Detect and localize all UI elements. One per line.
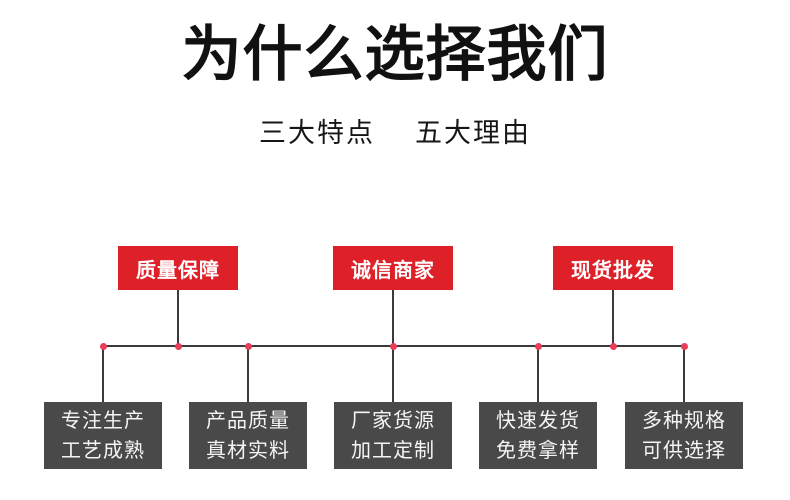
connector-dot-3 (245, 343, 252, 350)
connector-dot-4 (390, 343, 397, 350)
connector-dot-6 (610, 343, 617, 350)
page-subtitle: 三大特点 五大理由 (0, 111, 790, 150)
connector-vline-bottom-3 (392, 346, 394, 402)
reason-line: 免费拿样 (496, 439, 580, 462)
connector-vline-bottom-2 (247, 346, 249, 402)
reason-line: 厂家货源 (351, 409, 435, 432)
reason-line: 快速发货 (496, 409, 580, 432)
feature-badge-quality-assurance: 质量保障 (118, 246, 238, 290)
reason-line: 产品质量 (206, 409, 290, 432)
connector-dot-7 (681, 343, 688, 350)
reason-box-shipping: 快速发货 免费拿样 (479, 402, 597, 469)
subtitle-features-count: 三大特点 (259, 118, 375, 148)
reason-box-customization: 厂家货源 加工定制 (334, 402, 452, 469)
connector-vline-bottom-5 (683, 346, 685, 402)
connector-vline-bottom-1 (102, 346, 104, 402)
reason-line: 加工定制 (351, 439, 435, 462)
reason-line: 多种规格 (642, 409, 726, 432)
reason-line: 专注生产 (61, 409, 145, 432)
reason-box-quality: 产品质量 真材实料 (189, 402, 307, 469)
reason-line: 真材实料 (206, 439, 290, 462)
subtitle-reasons-count: 五大理由 (415, 118, 531, 148)
reason-line: 工艺成熟 (61, 439, 145, 462)
feature-badge-trusted-merchant: 诚信商家 (333, 246, 453, 290)
connector-vline-top-1 (177, 290, 179, 346)
reason-box-production: 专注生产 工艺成熟 (44, 402, 162, 469)
connector-vline-top-3 (612, 290, 614, 346)
page-title: 为什么选择我们 (181, 21, 609, 88)
connector-dot-2 (175, 343, 182, 350)
feature-badge-stock-wholesale: 现货批发 (553, 246, 673, 290)
reason-box-specifications: 多种规格 可供选择 (625, 402, 743, 469)
connector-vline-bottom-4 (537, 346, 539, 402)
connector-dot-1 (100, 343, 107, 350)
connector-vline-top-2 (392, 290, 394, 346)
connector-dot-5 (535, 343, 542, 350)
reason-line: 可供选择 (642, 439, 726, 462)
